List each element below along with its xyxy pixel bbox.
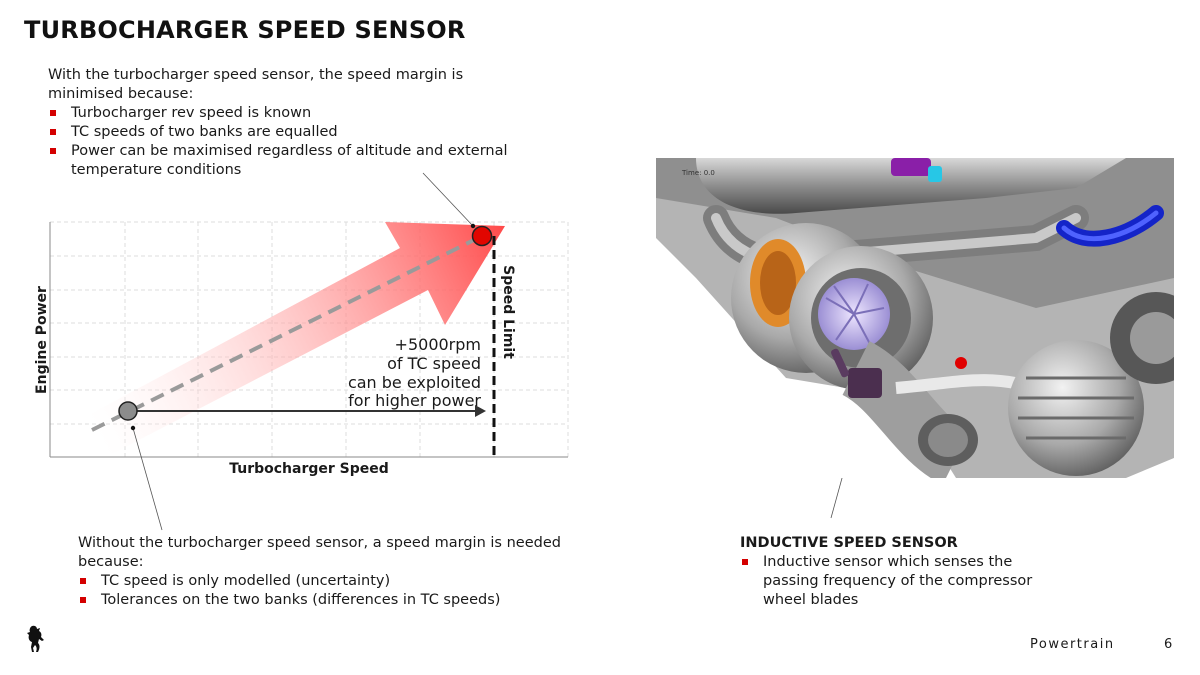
benefits-list: Turbocharger rev speed is known TC speed… (48, 104, 508, 180)
bullet-icon (50, 110, 56, 116)
list-item: Inductive sensor which senses the passin… (740, 553, 1070, 610)
y-axis-label: Engine Power (34, 286, 50, 394)
list-item: Tolerances on the two banks (differences… (78, 591, 598, 610)
target-point (471, 225, 493, 247)
speed-gain-arrow (128, 405, 486, 417)
list-item: TC speed is only modelled (uncertainty) (78, 572, 598, 591)
speed-margin-reasons-text: Without the turbocharger speed sensor, a… (78, 534, 598, 610)
power-increase-arrow (83, 222, 505, 455)
page-number: 6 (1164, 637, 1174, 652)
footer-section-label: Powertrain (1030, 637, 1115, 652)
page-title: TURBOCHARGER SPEED SENSOR (24, 16, 466, 44)
render-time-label: Time: 0.0 (681, 169, 715, 177)
list-item: TC speeds of two banks are equalled (48, 123, 508, 142)
sensor-list: Inductive sensor which senses the passin… (740, 553, 1070, 610)
annotation-line-2: of TC speed (387, 354, 481, 373)
start-point (118, 401, 138, 421)
chart-axes (49, 222, 568, 458)
bullet-icon (50, 148, 56, 154)
reasons-list: TC speed is only modelled (uncertainty) … (78, 572, 598, 610)
sensor-benefits-text: With the turbocharger speed sensor, the … (48, 66, 508, 180)
prancing-horse-icon (27, 625, 44, 652)
x-axis-label: Turbocharger Speed (229, 461, 389, 477)
bullet-icon (80, 578, 86, 584)
annotation-line-3: can be exploited (348, 373, 481, 392)
bullet-icon (742, 559, 748, 565)
annotation-line-1: +5000rpm (395, 335, 481, 354)
bullet-icon (80, 597, 86, 603)
bullet-icon (50, 129, 56, 135)
speed-limit-label: Speed Limit (500, 265, 516, 359)
benefits-intro: With the turbocharger speed sensor, the … (48, 67, 464, 102)
sensor-heading: INDUCTIVE SPEED SENSOR (740, 535, 958, 551)
engine-turbo-image: Time: 0.0 (656, 158, 1174, 478)
list-item: Power can be maximised regardless of alt… (48, 142, 508, 180)
reasons-intro: Without the turbocharger speed sensor, a… (78, 535, 561, 570)
trend-dashed-line (91, 234, 483, 432)
annotation-line-4: for higher power (348, 391, 481, 410)
inductive-sensor-text: INDUCTIVE SPEED SENSOR Inductive sensor … (740, 534, 1070, 610)
list-item: Turbocharger rev speed is known (48, 104, 508, 123)
